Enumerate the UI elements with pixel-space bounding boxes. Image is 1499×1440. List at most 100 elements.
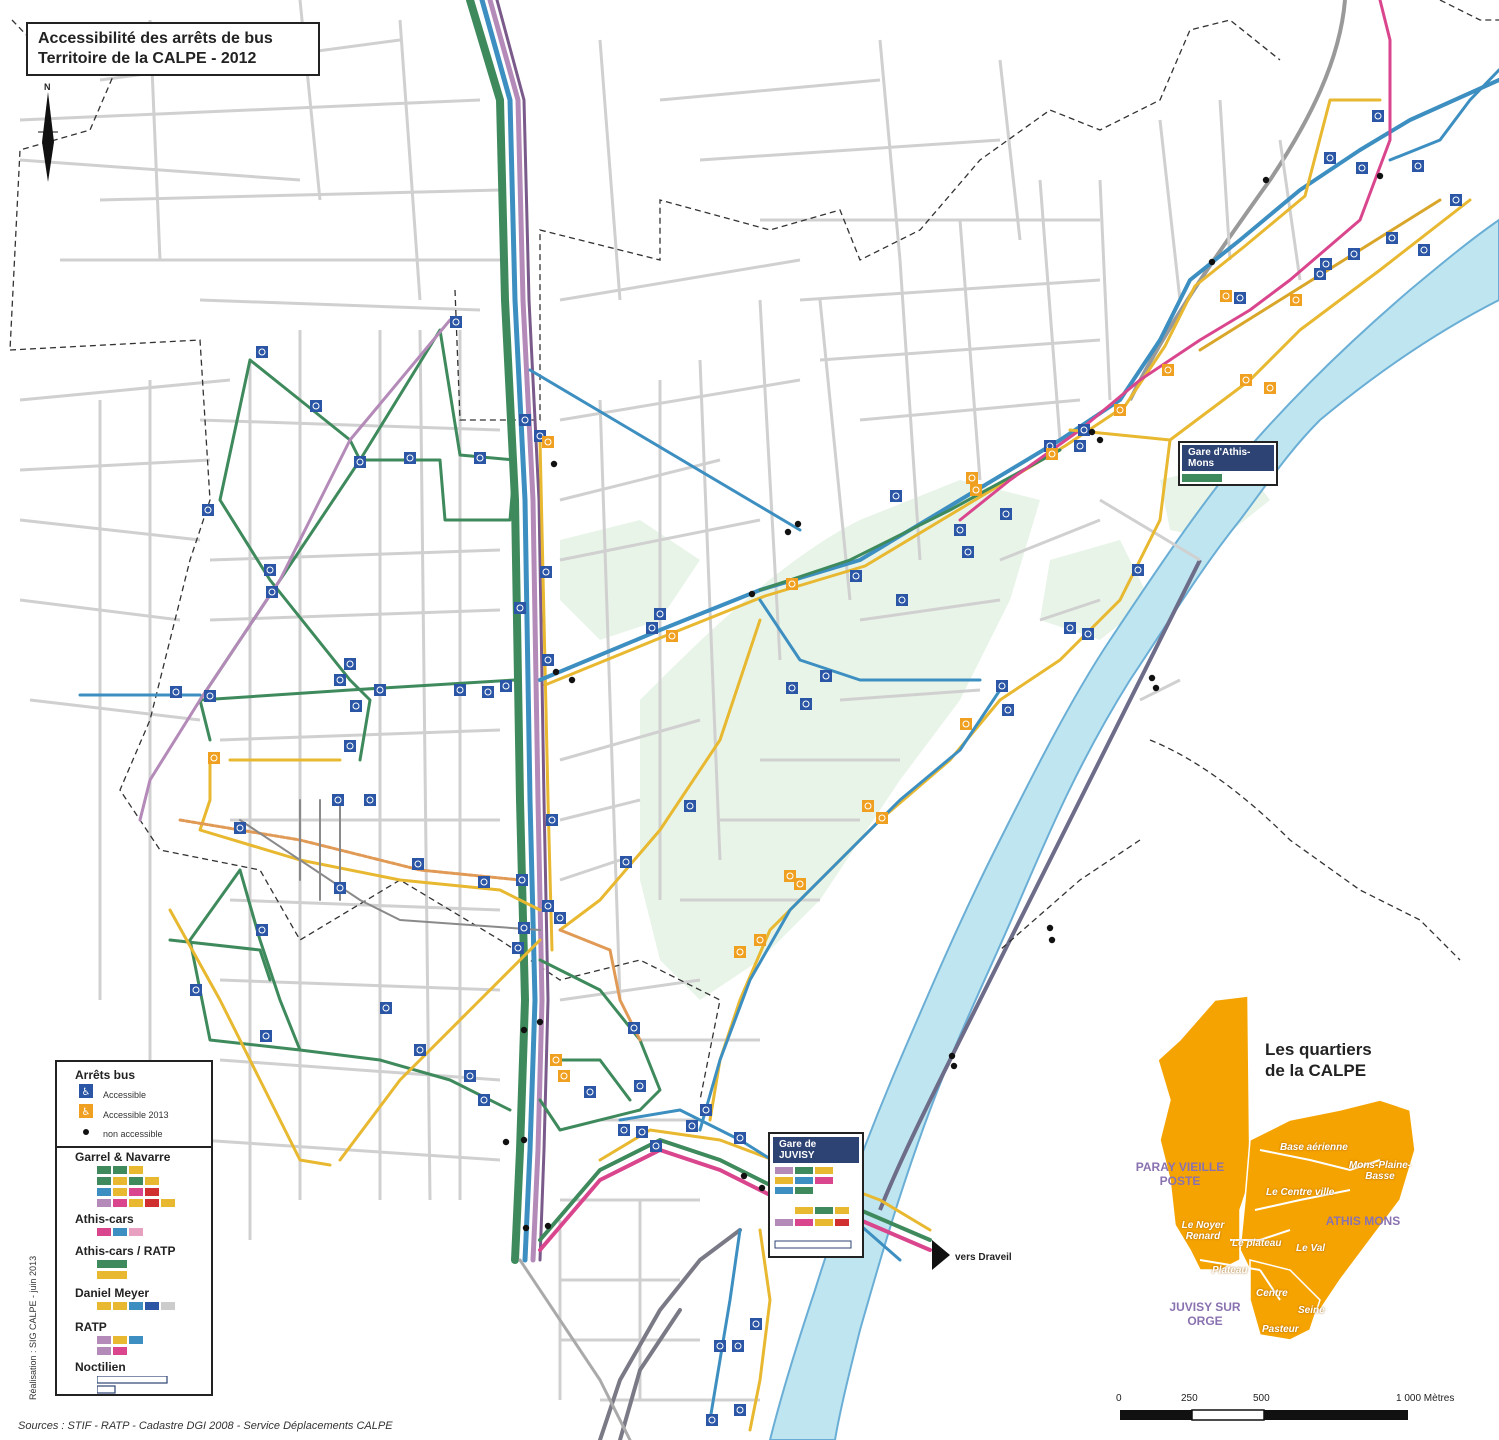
non-accessible-stop-icon (1208, 258, 1216, 266)
accessible-stop-icon (618, 1124, 630, 1136)
route-blue-ne (528, 368, 802, 532)
accessible-stop-icon (706, 1414, 718, 1426)
station-athis-box: Gare d'Athis-Mons (1178, 441, 1278, 486)
inset-title-line2: de la CALPE (1265, 1061, 1367, 1080)
legend-non-accessible-label: non accessible (103, 1129, 163, 1139)
street (19, 98, 481, 122)
accessible-stop-icon (332, 794, 344, 806)
accessible-stop-icon (1082, 628, 1094, 640)
accessible-stop-icon (344, 658, 356, 670)
accessible-stop-icon (1000, 508, 1012, 520)
accessible-stop-icon (734, 1404, 746, 1416)
legend-athis-cars-chips (97, 1228, 143, 1236)
accessible-stop-icon (202, 504, 214, 516)
accessible-stop-icon (1324, 152, 1336, 164)
accessible-stop-icon (190, 984, 202, 996)
accessible-2013-stop-icon (966, 472, 978, 484)
route-blue-south2 (708, 1228, 742, 1422)
accessible-stop-icon (1320, 258, 1332, 270)
street (699, 138, 1001, 162)
street (1158, 119, 1182, 301)
non-accessible-stop-icon (1048, 936, 1056, 944)
accessible-stop-icon (646, 622, 658, 634)
non-accessible-stop-icon (1262, 176, 1270, 184)
street (818, 299, 852, 601)
accessible-stop-icon (454, 684, 466, 696)
accessible-stop-icon (1372, 110, 1384, 122)
street (878, 39, 902, 261)
accessible-stop-icon (1002, 704, 1014, 716)
accessible-stop-icon (256, 346, 268, 358)
accessible-stop-icon (364, 794, 376, 806)
street (219, 978, 501, 992)
street (229, 898, 501, 912)
draveil-arrow-icon (932, 1240, 950, 1270)
legend-operator-noctilien: Noctilien (75, 1360, 126, 1374)
street (799, 278, 1101, 302)
commune-boundaries (9, 0, 1499, 1101)
non-accessible-stop-icon (522, 1224, 530, 1232)
accessible-2013-stop-icon (666, 630, 678, 642)
map-title-line2: Territoire de la CALPE - 2012 (38, 50, 257, 67)
bus-routes (78, 0, 1499, 1440)
accessible-stop-icon (234, 822, 246, 834)
accessible-stop-icon (450, 316, 462, 328)
quartier-seine: Seine (1298, 1305, 1325, 1316)
street (1099, 498, 1201, 562)
street (418, 329, 432, 1201)
map-title-line1: Accessibilité des arrêts de bus (38, 30, 273, 47)
scale-tick-250: 250 (1181, 1393, 1198, 1404)
street (998, 59, 1022, 241)
accessible-stop-icon (850, 570, 862, 582)
legend-ratp-chips (97, 1336, 143, 1355)
route-mauve-west (138, 318, 452, 822)
credit-text: Réalisation : SIG CALPE - juin 2013 (28, 1255, 38, 1400)
street (659, 78, 881, 102)
accessible-2013-stop-icon (208, 752, 220, 764)
non-accessible-stop-icon (552, 668, 560, 676)
quartier-centre-ville: Le Centre ville (1266, 1187, 1335, 1198)
street (598, 39, 622, 301)
non-accessible-stop-icon (1046, 924, 1054, 932)
scale-bar (1120, 1409, 1408, 1421)
street (598, 399, 622, 1001)
accessible-stop-icon (700, 1104, 712, 1116)
legend-daniel-meyer-chips (97, 1302, 175, 1310)
street (559, 718, 701, 762)
accessible-stop-icon (519, 414, 531, 426)
route-athis-diagonal-green (758, 448, 1062, 592)
accessible-stop-icon (478, 1094, 490, 1106)
legend-operator-ratp: RATP (75, 1320, 107, 1334)
route-blue-top (1388, 68, 1499, 162)
route-green-loop-north (358, 328, 517, 522)
station-juvisy-route-chips (774, 1167, 852, 1249)
station-juvisy-label: Gare de JUVISY (773, 1137, 859, 1163)
route-green-horizontal (198, 678, 517, 702)
accessible-stop-icon (1234, 292, 1246, 304)
accessible-2013-stop-icon (1220, 290, 1232, 302)
accessible-2013-stop-icon (1240, 374, 1252, 386)
legend-operator-athis-cars: Athis-cars (75, 1212, 134, 1226)
accessible-stop-icon (414, 1044, 426, 1056)
street (1218, 99, 1232, 261)
accessible-stop-icon (820, 670, 832, 682)
accessible-stop-icon (542, 654, 554, 666)
street (559, 978, 701, 1002)
accessible-2013-stop-icon (734, 946, 746, 958)
accessible-stop-icon (264, 564, 276, 576)
legend: Arrêts bus ♿ ♿ Accessible Accessible 201… (55, 1060, 213, 1396)
non-accessible-stop-icon (758, 1184, 766, 1192)
legend-athis-ratp-chips (97, 1260, 127, 1279)
accessible-stop-icon (1314, 268, 1326, 280)
non-accessible-stop-icon (948, 1052, 956, 1060)
non-accessible-stops (502, 172, 1384, 1232)
accessible-stop-icon (478, 876, 490, 888)
accessible-stop-icon (546, 814, 558, 826)
scale-tick-1000: 1 000 Mètres (1396, 1393, 1455, 1404)
street (19, 518, 201, 542)
accessible-stop-icon (584, 1086, 596, 1098)
quartier-plateau: Plateau (1212, 1265, 1248, 1276)
non-accessible-stop-icon (502, 1138, 510, 1146)
route-n7-pink (487, 0, 545, 1263)
